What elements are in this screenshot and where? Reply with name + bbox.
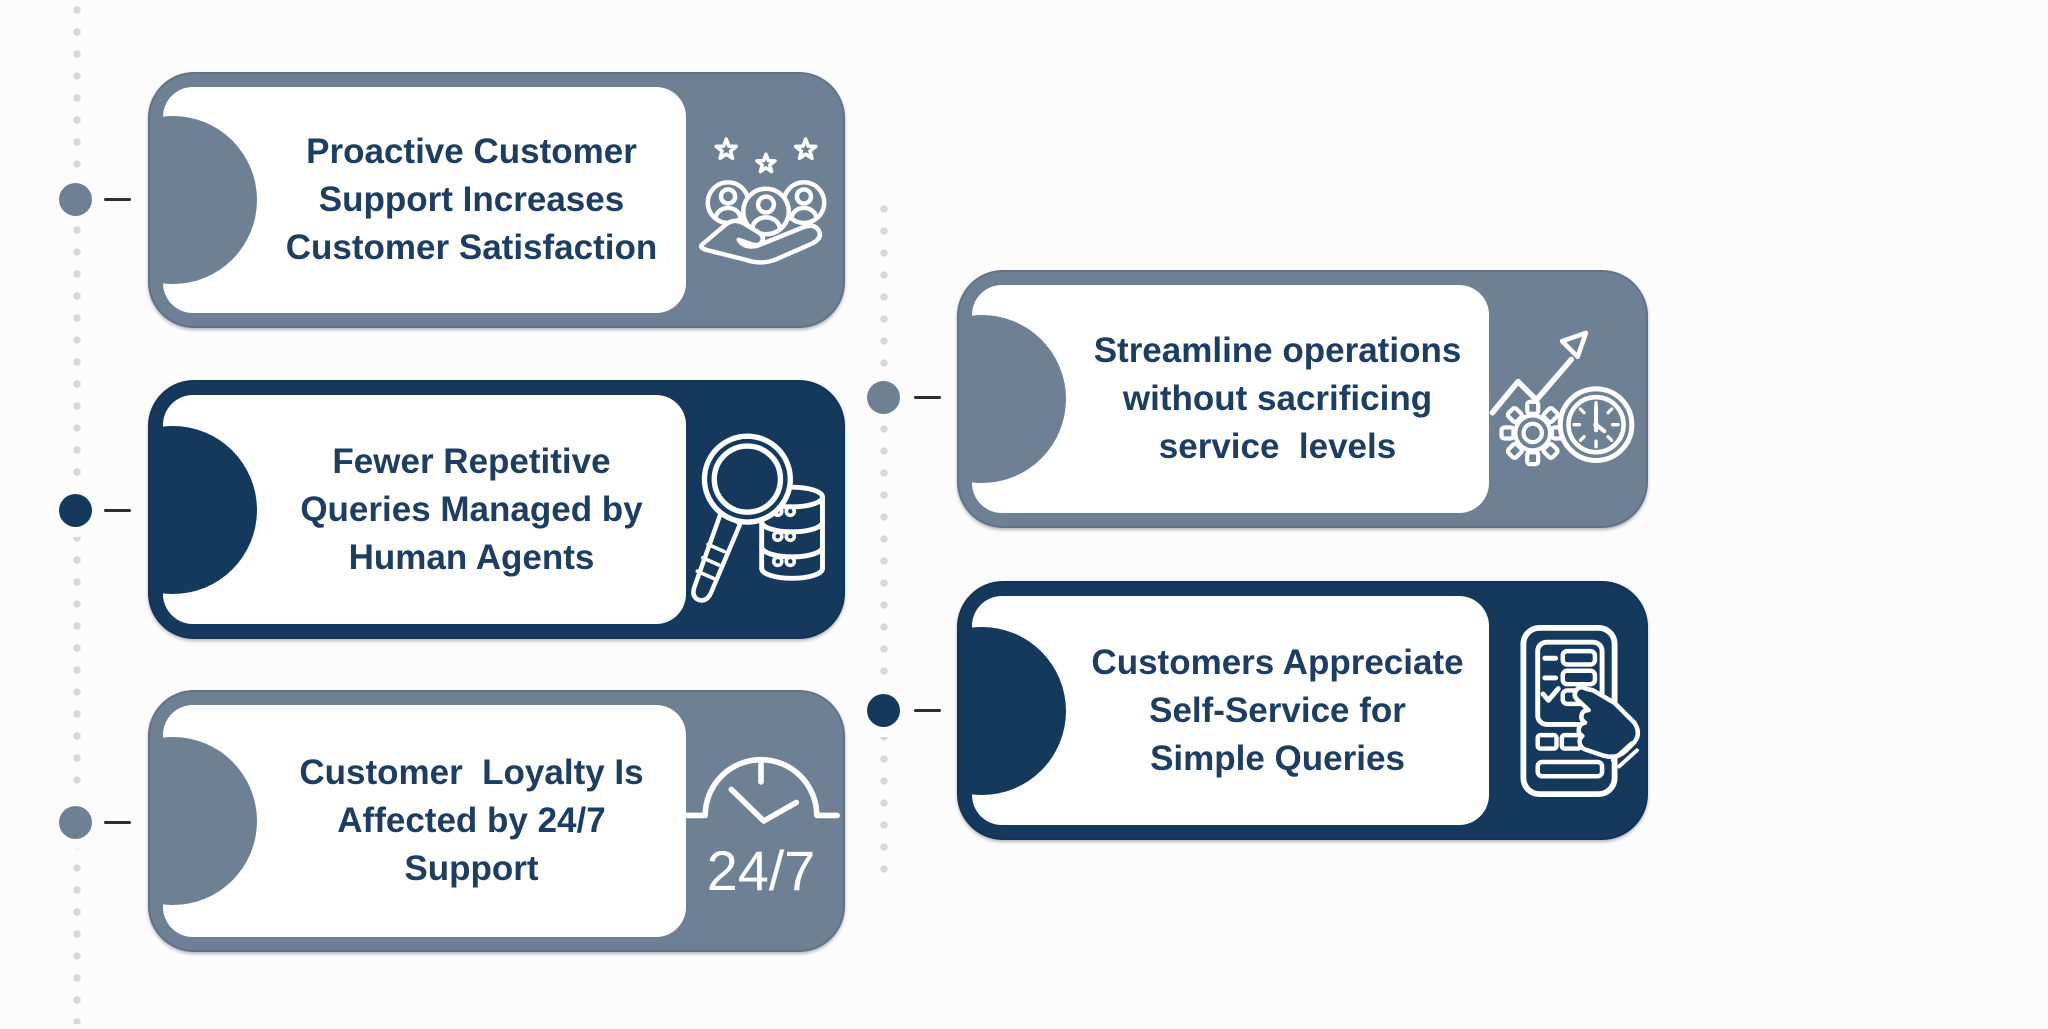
card-icon-area <box>686 380 845 639</box>
card-title-line: Streamline operations <box>1093 331 1462 370</box>
self-service-checklist-icon <box>1519 624 1640 797</box>
card-title: Customers Appreciate Self-Service for Si… <box>972 596 1489 825</box>
card-fewer-repetitive-queries: Fewer Repetitive Queries Managed by Huma… <box>148 380 845 639</box>
clock-24-7-icon: 24/7 <box>681 756 840 902</box>
card-title-line: Fewer Repetitive <box>332 441 611 481</box>
connector-dash <box>104 821 131 824</box>
card-icon-area <box>1489 270 1648 528</box>
card-title: Fewer Repetitive Queries Managed by Huma… <box>163 395 686 624</box>
card-title-line: Proactive Customer <box>306 132 637 171</box>
card-title-line: Customers Appreciate <box>1091 642 1464 682</box>
connector-dash <box>914 396 941 399</box>
card-self-service: Customers Appreciate Self-Service for Si… <box>957 581 1648 840</box>
card-proactive-support: Proactive Customer Support Increases Cus… <box>148 72 845 328</box>
card-title-line: Human Agents <box>348 537 595 577</box>
card-title-line: Support <box>404 849 539 888</box>
timeline-bullet <box>867 381 900 414</box>
card-title-line: Support Increases <box>318 180 625 219</box>
card-title-line: without sacrificing <box>1122 379 1433 418</box>
card-inner-panel: Customers Appreciate Self-Service for Si… <box>972 596 1489 825</box>
card-title-line: Queries Managed by <box>300 489 643 529</box>
connector-dash <box>914 709 941 712</box>
card-title: Streamline operations without sacrificin… <box>972 285 1489 513</box>
card-title-line: Self-Service for <box>1149 690 1406 730</box>
timeline-bullet <box>59 494 92 527</box>
card-title-line: Customer Loyalty Is <box>299 753 644 792</box>
card-inner-panel: Streamline operations without sacrificin… <box>972 285 1489 513</box>
search-database-icon <box>690 433 825 603</box>
customer-satisfaction-hand-icon <box>698 137 841 265</box>
card-title: Proactive Customer Support Increases Cus… <box>163 87 686 313</box>
card-streamline-operations: Streamline operations without sacrificin… <box>957 270 1648 528</box>
timeline-bullet <box>59 183 92 216</box>
card-title-line: Customer Satisfaction <box>285 228 658 267</box>
middle-dotted-timeline <box>880 205 888 877</box>
timeline-bullet <box>867 694 900 727</box>
card-icon-area: 24/7 <box>681 690 845 952</box>
card-inner-panel: Fewer Repetitive Queries Managed by Huma… <box>163 395 686 624</box>
card-inner-panel: Customer Loyalty Is Affected by 24/7 Sup… <box>163 705 686 937</box>
card-inner-panel: Proactive Customer Support Increases Cus… <box>163 87 686 313</box>
card-icon-area <box>1489 581 1648 840</box>
icon-24-7-label: 24/7 <box>706 840 815 902</box>
growth-gear-stopwatch-icon <box>1489 330 1634 467</box>
card-title-line: Simple Queries <box>1150 738 1405 778</box>
connector-dash <box>104 509 131 512</box>
card-title-line: Affected by 24/7 <box>337 801 606 840</box>
timeline-bullet <box>59 806 92 839</box>
card-title: Customer Loyalty Is Affected by 24/7 Sup… <box>163 705 686 937</box>
connector-dash <box>104 198 131 201</box>
card-icon-area <box>686 72 845 328</box>
card-customer-loyalty: Customer Loyalty Is Affected by 24/7 Sup… <box>148 690 845 952</box>
card-title-line: service levels <box>1158 427 1397 466</box>
